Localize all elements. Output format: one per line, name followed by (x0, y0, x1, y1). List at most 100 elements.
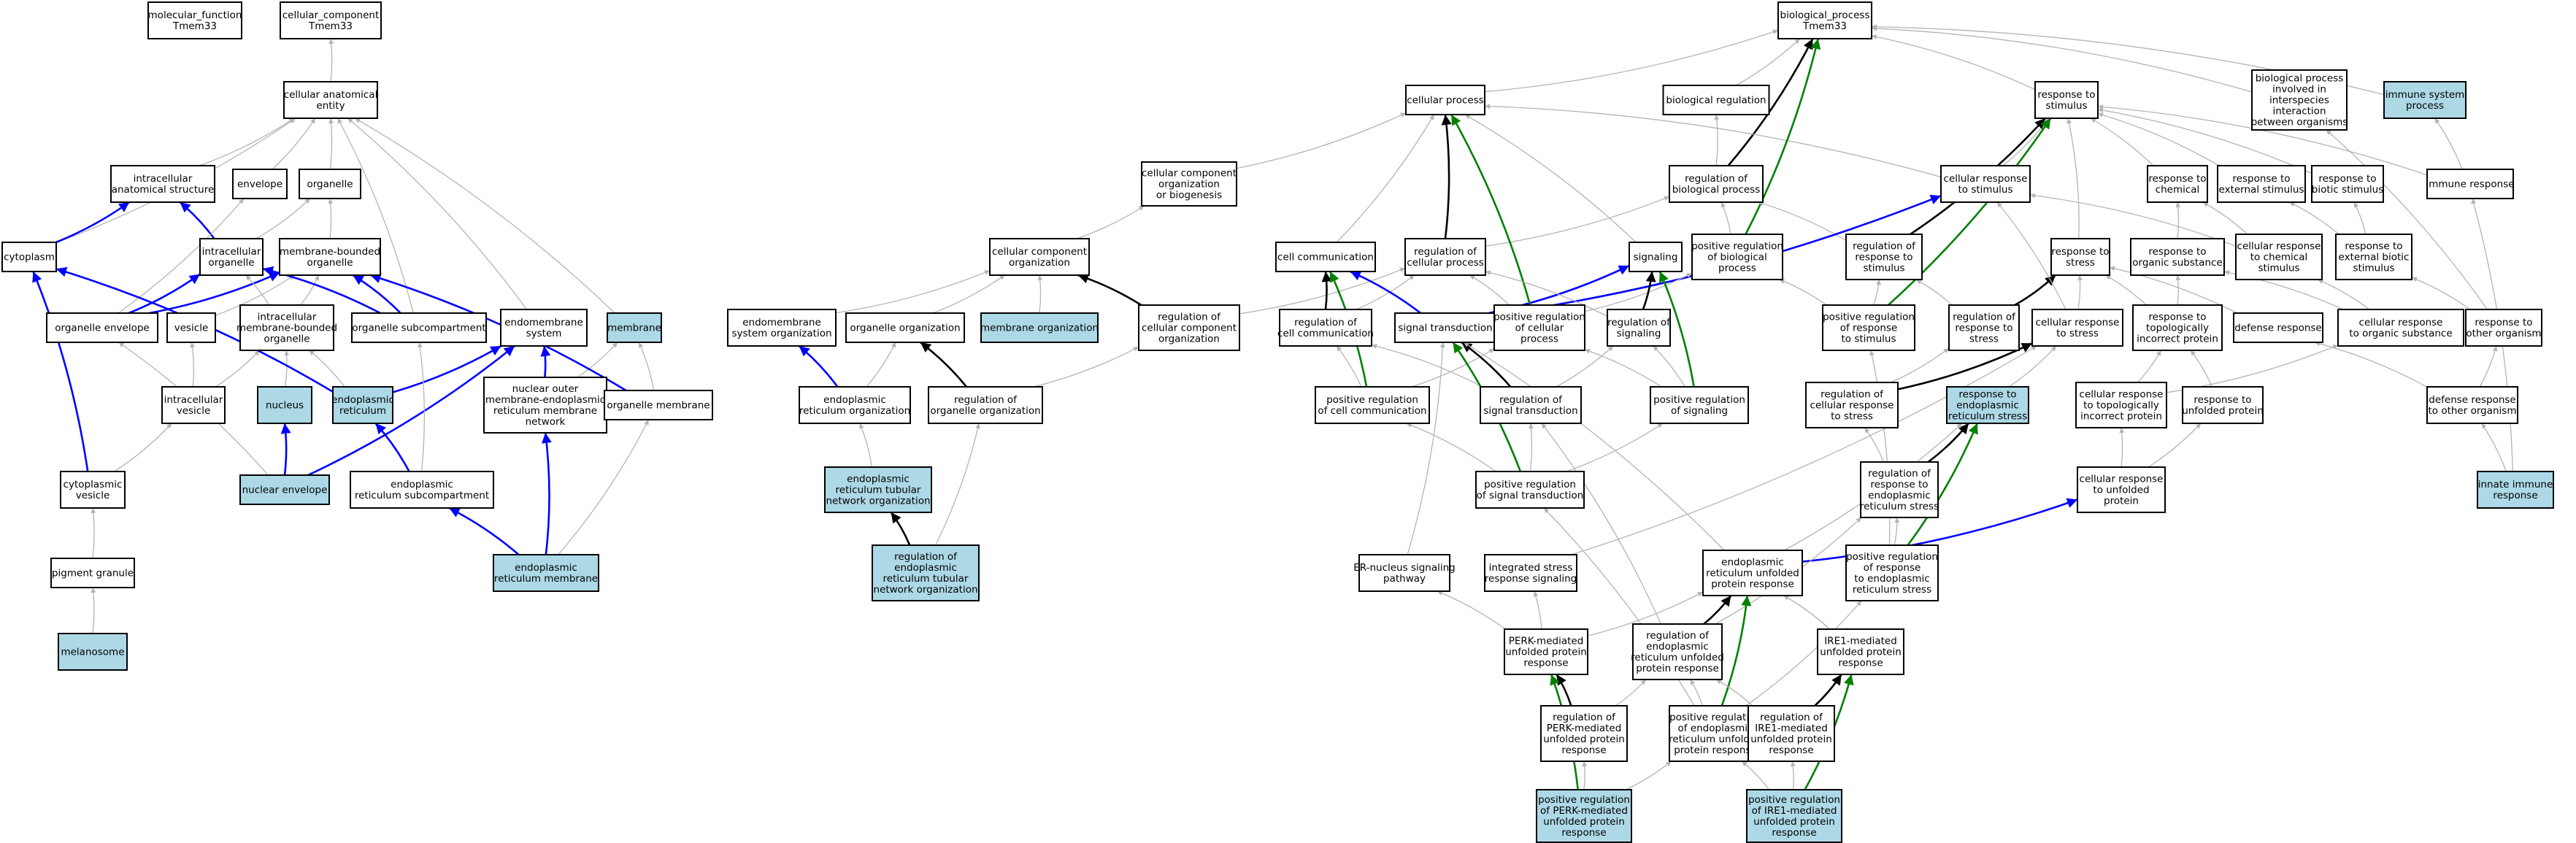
term-box (2050, 238, 2110, 276)
term-label-line: of PERK-mediated (1540, 805, 1628, 817)
edge-regulates-regperk-to-perk (1556, 674, 1572, 707)
edge-is-a-posregcc-to-regcellcomm (1336, 345, 1362, 388)
go-term-node-nucenv: nuclear envelope (239, 474, 330, 505)
edge-part-of-orgsubcomp-to-mbo (352, 274, 401, 314)
term-label-line: to other organism (2428, 405, 2516, 417)
term-label-line: cellular process (1407, 257, 1484, 269)
term-box (1607, 309, 1671, 347)
edge-part-of-nomem-to-endomem (540, 345, 551, 378)
edge-is-a-posregsig-to-posregcp (1584, 348, 1662, 388)
edge-is-a-intraorg-to-organelle (255, 198, 311, 239)
edge-is-a-regerupr-to-regsigtrans (1541, 423, 1661, 625)
term-label-line: membrane-bounded (280, 246, 380, 258)
term-label-line: regulation of (1646, 630, 1710, 642)
term-label-line: biological process (1672, 184, 1761, 196)
term-label-line: positive regulation (1691, 241, 1783, 253)
term-box (299, 169, 361, 199)
term-label-line: organelle organization (930, 405, 1040, 417)
term-label-line: process (1718, 263, 1756, 274)
term-label-line: organelle subcompartment (352, 323, 485, 334)
edge-part-of-ermem-to-ersubcomp (448, 507, 520, 555)
term-label-line: defense response (2234, 323, 2321, 334)
go-term-node-bioreg: biological regulation (1662, 85, 1770, 115)
term-box (2311, 165, 2384, 203)
term-label-line: reticulum (339, 405, 386, 417)
term-box (1540, 705, 1628, 762)
edge-is-a-cellstress-to-stress (2077, 274, 2083, 310)
term-label-line: of signal transduction (1477, 490, 1584, 501)
term-box (1475, 471, 1585, 509)
edge-is-a-cellunfolded-to-celltopo (2119, 427, 2125, 468)
term-label-line: pathway (1383, 573, 1426, 585)
term-label-line: positive regulation (1748, 794, 1840, 806)
go-term-node-memorg: membrane organization (980, 312, 1099, 343)
term-box (845, 312, 965, 343)
edge-positively-regulates-posregrs-to-resp (1888, 118, 2052, 306)
term-label-line: reticulum organization (799, 405, 910, 417)
edge-is-a-cellresp-to-resp (2002, 118, 2050, 166)
term-box (2031, 309, 2123, 347)
term-box (2426, 169, 2514, 199)
edge-is-a-orgmem-to-membrane (638, 342, 655, 391)
term-label-line: response to (1870, 479, 1928, 490)
term-label-line: involved in (2272, 84, 2326, 96)
term-label-line: membrane (607, 323, 661, 334)
edge-part-of-intraorg-to-ias (179, 201, 215, 239)
term-label-line: PERK-mediated (1509, 636, 1584, 647)
term-label-line: unfolded protein (1543, 816, 1625, 828)
term-label-line: endoplasmic (1721, 557, 1784, 569)
term-box (46, 312, 158, 343)
term-label-line: response (1772, 827, 1816, 839)
edge-is-a-topoinc-to-stress (2104, 274, 2147, 306)
edge-is-a-cellchem-to-respchem (2202, 201, 2248, 235)
edge-is-a-interspecies-to-bp (1871, 26, 2253, 93)
term-label-line: organelle envelope (55, 323, 149, 334)
term-label-line: anatomical structure (112, 184, 215, 196)
term-box (1817, 628, 1904, 675)
term-box (2132, 304, 2223, 351)
term-label-line: response (1561, 744, 1606, 756)
go-term-node-orgorg: organelle organization (845, 312, 965, 343)
term-label-line: organization (1158, 334, 1220, 345)
edge-is-a-membrane-to-cae (354, 118, 615, 314)
edge-is-a-cellproc-to-bp (1484, 29, 1779, 93)
term-box (2235, 234, 2323, 280)
term-label-line: unfolded protein (1505, 647, 1587, 658)
term-label-line: reticulum tubular (836, 485, 921, 496)
term-label-line: response to (1955, 323, 2012, 334)
go-term-node-defense: defense response (2233, 312, 2323, 343)
term-label-line: regulation of (1685, 173, 1748, 185)
term-label-line: regulation of (1158, 312, 1221, 323)
term-label-line: molecular_function (148, 9, 242, 21)
term-label-line: regulation of (1553, 712, 1616, 723)
term-box (1405, 85, 1485, 115)
edge-is-a-vesicle-to-mbo (215, 274, 295, 316)
term-label-line: unfolded protein (1753, 816, 1835, 828)
term-label-line: membrane-endoplasmic (485, 394, 605, 406)
term-box (1650, 386, 1749, 424)
term-label-line: other organism (2466, 328, 2541, 339)
edge-is-a-extbiotic-to-respext (2289, 201, 2339, 235)
edge-is-a-perk-to-erupr (1587, 591, 1704, 636)
term-label-line: stimulus (2258, 263, 2299, 274)
term-box (989, 238, 1090, 276)
edge-is-a-stress-to-resp (2066, 118, 2080, 239)
edge-is-a-posregire1-to-posregerupr (1741, 761, 1770, 790)
term-label-line: cellular response (2237, 241, 2321, 253)
edge-positively-regulates-posregbp-to-bp (1745, 38, 1821, 235)
edge-is-a-posregbp-to-regbp (1720, 201, 1731, 235)
edge-part-of-er-to-endomem (392, 344, 502, 393)
edge-is-a-immresp-to-immsys (2434, 118, 2463, 170)
go-term-node-orgsubcomp: organelle subcompartment (351, 312, 487, 343)
